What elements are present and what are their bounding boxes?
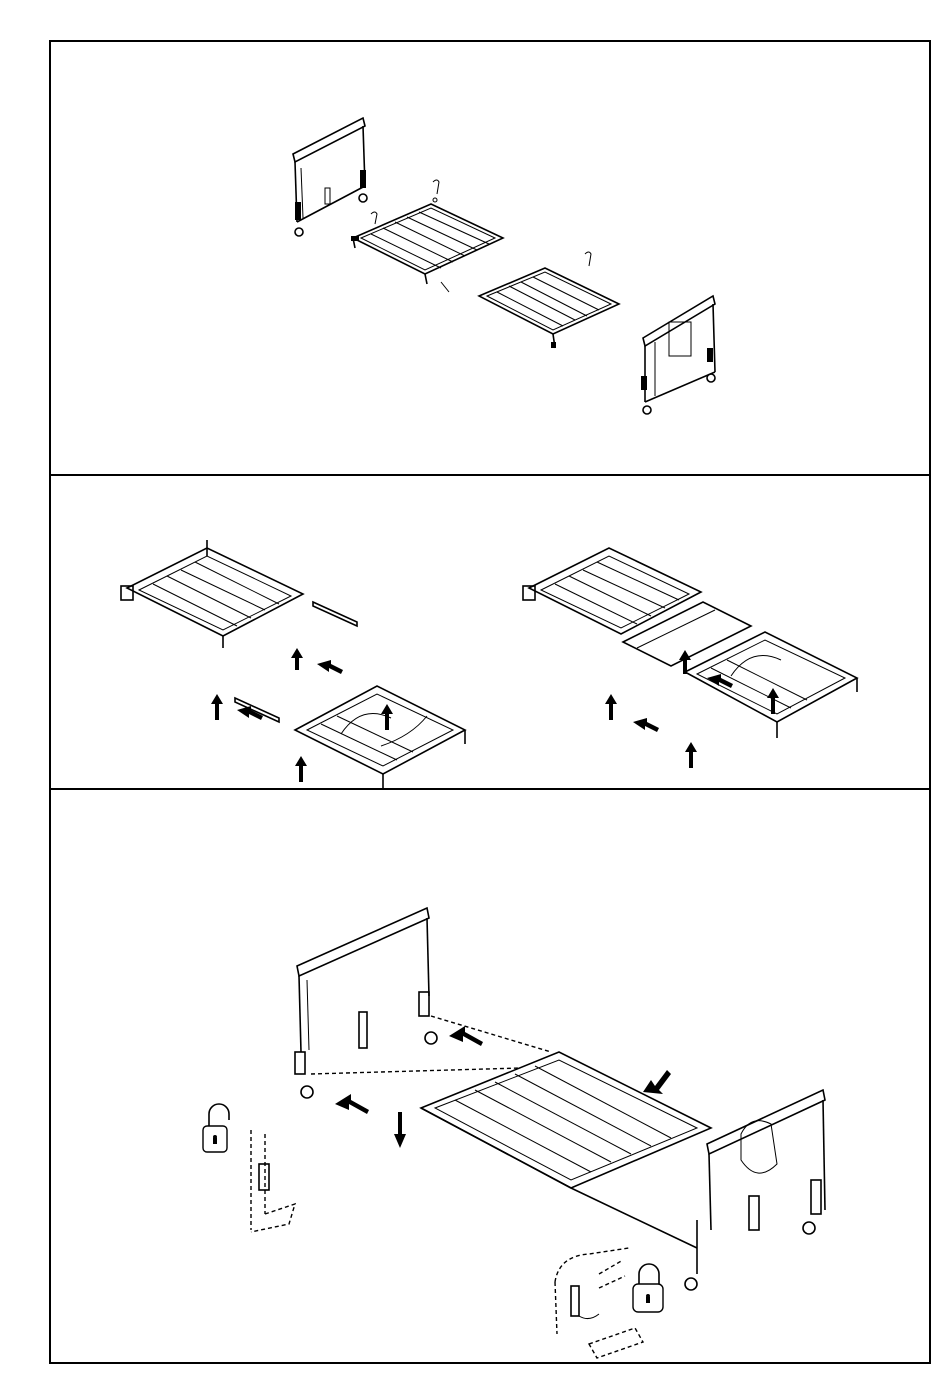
head-section-frame	[351, 204, 503, 292]
step-2-frame-connection	[51, 476, 929, 790]
head-section-frame	[121, 540, 303, 648]
arrows	[211, 648, 393, 782]
latch-detail	[555, 1248, 643, 1358]
locking-pins	[371, 180, 591, 266]
latch-detail	[251, 1130, 295, 1232]
assembled-frame	[523, 548, 857, 738]
instruction-sheet-frame	[49, 40, 931, 1364]
step-3-full-assembly	[51, 790, 929, 1362]
dashed-guide-lines	[311, 1016, 551, 1074]
lock-closed-icon	[633, 1264, 663, 1312]
lock-open-icon	[203, 1104, 229, 1152]
headboard	[295, 908, 437, 1098]
foot-section-frame	[479, 268, 619, 348]
footboard	[707, 1090, 825, 1234]
footboard	[641, 296, 715, 414]
bed-frame	[421, 1052, 711, 1290]
headboard	[293, 118, 367, 236]
foot-section-frame	[295, 686, 465, 788]
step-1-exploded-view	[51, 42, 929, 476]
